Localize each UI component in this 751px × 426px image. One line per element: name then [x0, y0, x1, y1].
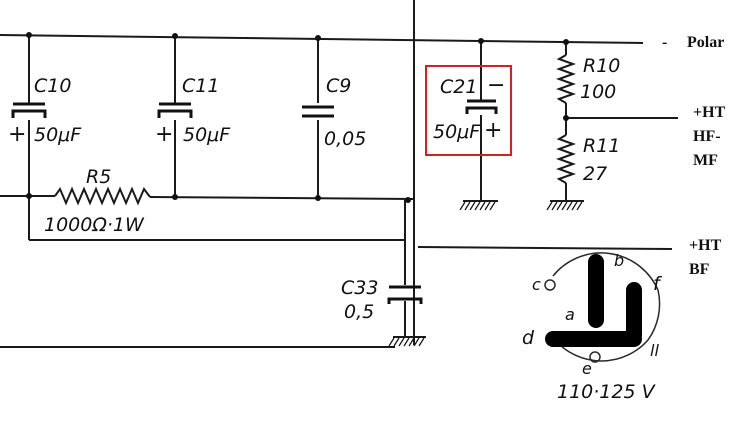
c11-value: 50μF [183, 124, 231, 146]
pin-label-f: f [653, 273, 663, 295]
plug-outline [552, 252, 661, 362]
c9-name: C9 [326, 75, 351, 97]
c21-plus-sign: + [484, 118, 502, 143]
r11-name: R11 [583, 135, 620, 157]
capacitor-c10: C10 + 50μF [8, 75, 82, 147]
c11-name: C11 [182, 75, 219, 97]
r10-value: 100 [580, 81, 616, 103]
ht-bf-line1: +HT [689, 237, 722, 254]
ht-bf-line2: BF [689, 261, 710, 278]
capacitor-c9: C9 0,05 [302, 75, 366, 150]
c10-value: 50μF [34, 124, 82, 146]
c10-plus-sign: + [8, 122, 26, 147]
junction-dots [26, 32, 569, 203]
c33-value: 0,5 [344, 301, 374, 323]
pin-c-hole [544, 279, 556, 291]
polar-rail-wire [0, 34, 644, 44]
pin-label-c: c [532, 275, 541, 294]
r5-value: 1000Ω·1W [44, 214, 145, 236]
ht-hf-mf-line2: HF- [693, 128, 721, 145]
resistor-r10: R10 100 [556, 54, 620, 104]
rail-labels: - Polar +HT HF- MF +HT BF [662, 34, 726, 278]
pin-label-b: b [614, 251, 624, 270]
c21-highlight-box [425, 65, 512, 156]
capacitor-c21: C21 − 50μF + [425, 65, 512, 211]
resistor-r5: R5 1000Ω·1W [44, 166, 151, 236]
polar-dash: - [662, 34, 667, 51]
c21-value: 50μF [433, 121, 481, 143]
r11-value: 27 [583, 163, 607, 185]
r5-name: R5 [86, 166, 111, 188]
pin-label-g: ll [650, 341, 659, 360]
polar-label: Polar [687, 34, 724, 51]
c21-minus-sign: − [487, 73, 505, 98]
c10-name: C10 [34, 75, 71, 97]
pin-label-a: a [565, 305, 575, 324]
ht-hf-mf-line1: +HT [693, 104, 726, 121]
ht-hf-mf-line3: MF [693, 152, 718, 169]
mid-rail-wire-2 [149, 196, 415, 200]
capacitor-c11: C11 + 50μF [155, 75, 231, 147]
c9-value: 0,05 [324, 128, 366, 150]
plug-voltage: 110·125 V [557, 381, 657, 403]
c21-name: C21 [440, 76, 477, 98]
capacitor-c33: C33 0,5 [341, 277, 426, 347]
c33-name: C33 [341, 277, 378, 299]
pin-label-d: d [522, 327, 535, 349]
r10-name: R10 [583, 55, 620, 77]
c11-plus-sign: + [155, 122, 173, 147]
resistor-r11: R11 27 [546, 134, 620, 211]
pin-label-e: e [582, 359, 592, 378]
wiring [0, 0, 678, 348]
pin-e-hole [589, 351, 601, 363]
ht-bf-rail-wire [417, 246, 673, 250]
voltage-selector-plug: a b c d e f ll 110·125 V [522, 251, 663, 403]
